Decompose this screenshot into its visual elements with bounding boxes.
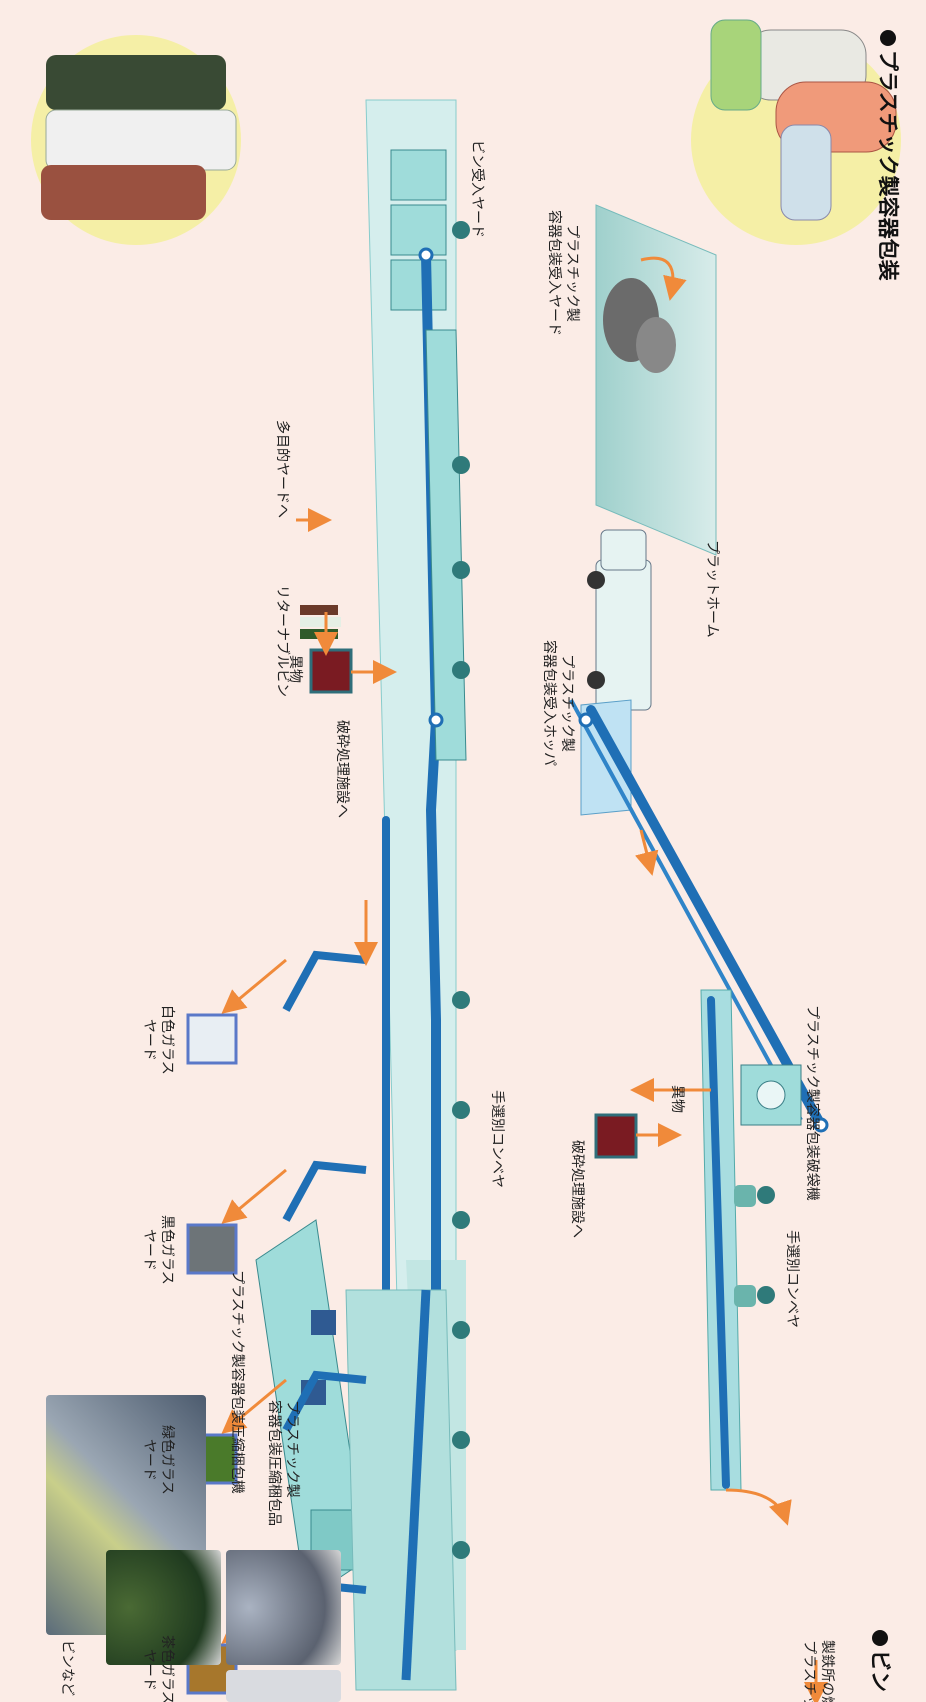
plastic-foreign-box xyxy=(594,1113,638,1159)
label-bale-product: プラスチック製 容器包装圧縮梱包品 xyxy=(265,1400,300,1526)
glass-pile-photo-3 xyxy=(226,1670,341,1702)
truck xyxy=(587,529,652,711)
label-white-glass-yard: 白色ガラス ヤード xyxy=(140,1005,175,1075)
label-etc: ビンなど xyxy=(59,1640,75,1696)
label-hopper: プラスチック製 容器包装受入ホッパ xyxy=(540,640,575,766)
bag-breaker-machine xyxy=(740,1064,802,1126)
label-bottle-foreign: 異物 xyxy=(287,655,303,683)
plastic-hand-sort-conveyor xyxy=(700,989,742,1491)
label-plastic-hand-sort: 手選別コンベヤ xyxy=(784,1230,800,1328)
label-platform: プラットホーム xyxy=(704,540,720,638)
bullet-dot xyxy=(872,1630,888,1646)
bottle-incline-conveyor xyxy=(345,1289,457,1691)
plastic-sorting-workers xyxy=(734,1185,775,1307)
plastic-title-text: プラスチック製容器包装 xyxy=(876,50,900,281)
bottle-section-title: ビン xyxy=(866,1630,896,1692)
glass-pile-photo-1 xyxy=(226,1550,341,1665)
label-plastic-foreign: 異物 xyxy=(669,1085,685,1113)
bottle-foreign-box xyxy=(309,648,353,694)
label-plastic-receiving-yard: プラスチック製 容器包装受入ヤード xyxy=(545,210,580,336)
glass-yard-boxes xyxy=(186,1013,238,1695)
plastic-incline-conveyor xyxy=(569,699,829,1133)
label-green-glass-yard: 緑色ガラス ヤード xyxy=(140,1425,175,1495)
bottle-main-conveyor xyxy=(382,247,467,1633)
returnable-bottles xyxy=(300,605,341,639)
bullet-dot xyxy=(880,30,896,46)
bottle-receiving-bins xyxy=(390,149,447,311)
bottles-illustration xyxy=(31,35,241,245)
label-steel-fuel: 製鉄所の燃料 プラスチック製品 xyxy=(800,1640,835,1702)
label-multipurpose: 多目的ヤードへ xyxy=(274,420,290,518)
label-baler: プラスチック製容器包装圧縮梱包機 xyxy=(229,1270,245,1494)
label-black-glass-yard: 黒色ガラス ヤード xyxy=(140,1215,175,1285)
plastic-section-title: プラスチック製容器包装 xyxy=(874,30,904,281)
label-bag-breaker: プラスチック製容器包装破袋機 xyxy=(804,1005,820,1201)
label-bottle-receiving-yard: ビン受入ヤード xyxy=(469,140,485,238)
label-plastic-to-crusher: 破砕処理施設へ xyxy=(569,1140,585,1238)
label-bottle-to-crusher: 破砕処理施設へ xyxy=(334,720,350,818)
label-brown-glass-yard: 茶色ガラス ヤード xyxy=(140,1635,175,1702)
bottle-title-text: ビン xyxy=(868,1650,892,1692)
label-bottle-hand-sort: 手選別コンベヤ xyxy=(489,1090,505,1188)
plastic-containers-illustration xyxy=(691,19,901,245)
bottle-sorting-workers xyxy=(452,221,470,1559)
